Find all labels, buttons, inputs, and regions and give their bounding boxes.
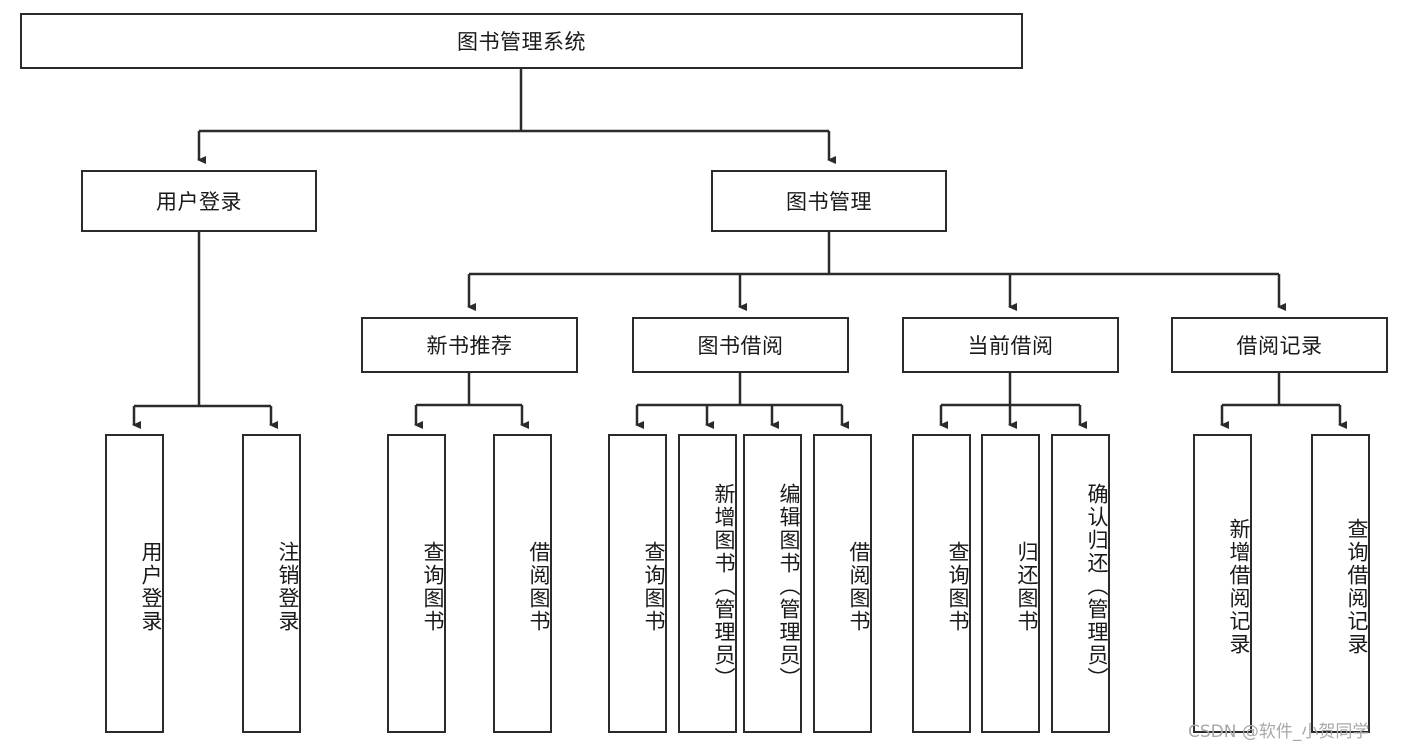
node-label: 借阅图书 [527,540,551,633]
node-user-login[interactable]: 用户登录 [81,170,317,232]
node-label: 图书借阅 [697,334,784,358]
node-book-borrow[interactable]: 图书借阅 [632,317,849,373]
leaf-query-book-recommend[interactable]: 查询图书 [387,434,446,733]
leaf-add-borrow-record[interactable]: 新增借阅记录 [1193,434,1252,733]
node-label: 查询借阅记录 [1345,517,1369,656]
node-label: 图书管理系统 [457,30,586,54]
node-root-system[interactable]: 图书管理系统 [20,13,1023,69]
node-borrow-record[interactable]: 借阅记录 [1171,317,1388,373]
leaf-query-book-borrow[interactable]: 查询图书 [608,434,667,733]
leaf-borrow-book-recommend[interactable]: 借阅图书 [493,434,552,733]
leaf-edit-book-admin[interactable]: 编辑图书（管理员） [743,434,802,733]
node-label: 借阅图书 [847,540,871,633]
node-label: 当前借阅 [967,334,1054,358]
node-label: 借阅记录 [1236,334,1323,358]
node-label: 新书推荐 [426,334,513,358]
node-label: 新增图书（管理员） [712,483,736,690]
leaf-query-borrow-record[interactable]: 查询借阅记录 [1311,434,1370,733]
leaf-user-login[interactable]: 用户登录 [105,434,164,733]
node-label: 新增借阅记录 [1227,517,1251,656]
leaf-confirm-return-admin[interactable]: 确认归还（管理员） [1051,434,1110,733]
node-label: 用户登录 [139,540,163,633]
leaf-borrow-book[interactable]: 借阅图书 [813,434,872,733]
node-label: 确认归还（管理员） [1085,483,1109,690]
leaf-logout[interactable]: 注销登录 [242,434,301,733]
csdn-watermark: CSDN @软件_小贺同学 [1188,722,1370,742]
node-label: 查询图书 [421,540,445,633]
node-label: 图书管理 [786,190,872,214]
node-label: 注销登录 [276,540,300,633]
node-current-borrow[interactable]: 当前借阅 [902,317,1119,373]
leaf-return-book[interactable]: 归还图书 [981,434,1040,733]
node-label: 查询图书 [946,540,970,633]
node-label: 用户登录 [156,190,242,214]
node-book-management[interactable]: 图书管理 [711,170,947,232]
node-new-book-recommend[interactable]: 新书推荐 [361,317,578,373]
leaf-query-book-current[interactable]: 查询图书 [912,434,971,733]
node-label: 查询图书 [642,540,666,633]
node-label: 编辑图书（管理员） [777,483,801,690]
leaf-add-book-admin[interactable]: 新增图书（管理员） [678,434,737,733]
node-label: 归还图书 [1015,540,1039,633]
